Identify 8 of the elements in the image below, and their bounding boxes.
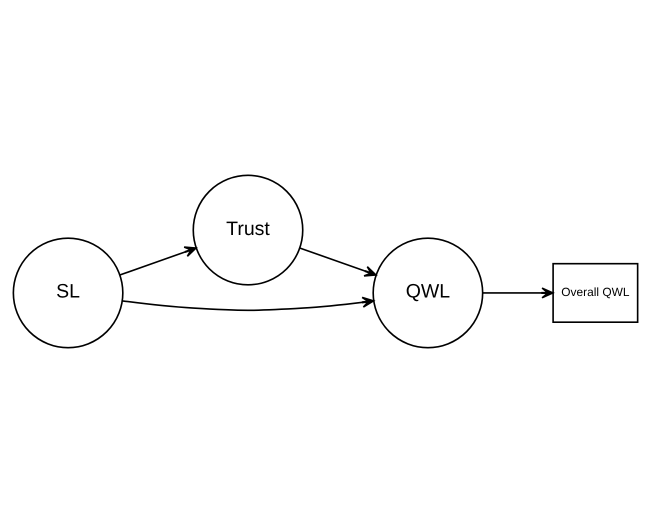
arrow: [120, 246, 197, 276]
node-box: Overall QWL: [552, 262, 638, 323]
arrow: [482, 287, 554, 299]
node-circle: Trust: [192, 174, 304, 286]
node-circle: SL: [12, 237, 124, 348]
arrow: [300, 247, 377, 277]
arrow: [122, 296, 374, 312]
node-circle: QWL: [372, 237, 484, 348]
